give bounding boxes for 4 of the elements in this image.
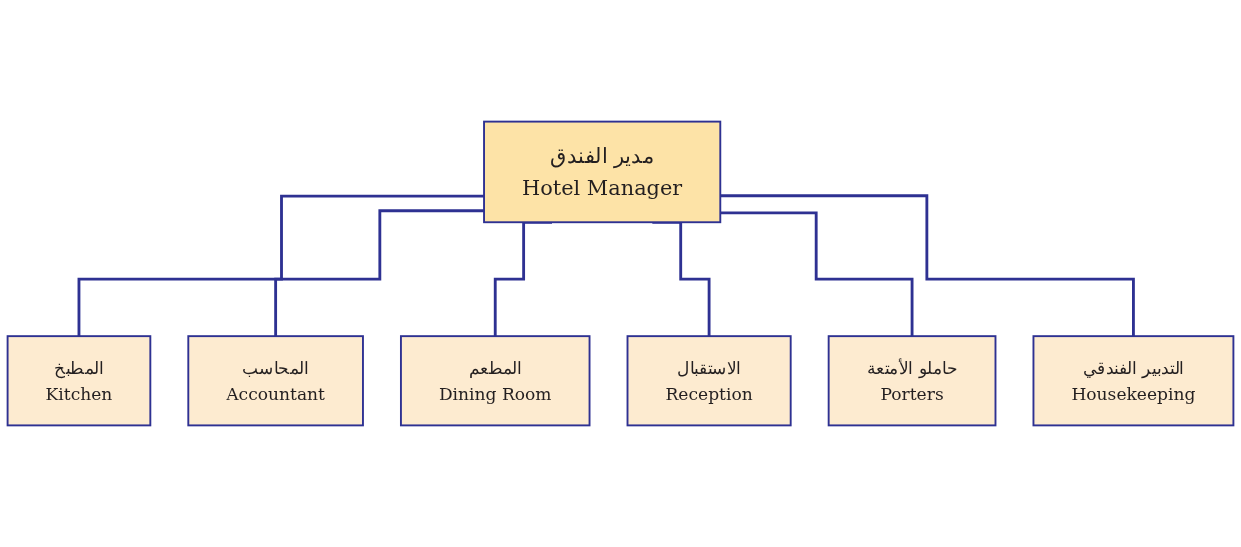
connector [274,209,485,338]
connector [720,194,1135,338]
connector [720,211,914,338]
connector [77,194,485,338]
